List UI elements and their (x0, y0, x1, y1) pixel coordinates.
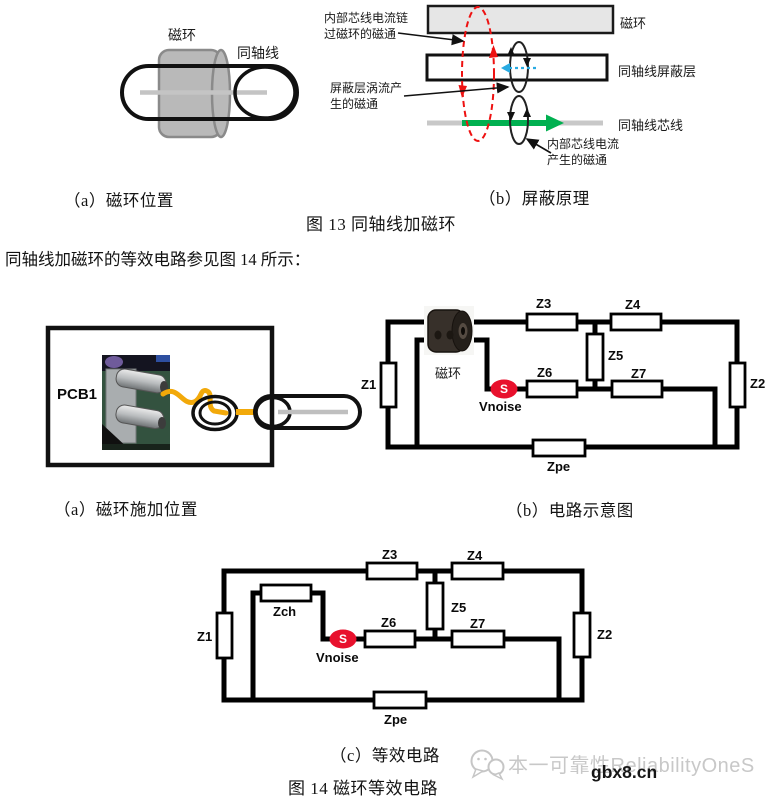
annotation-arrow-flux-link (397, 32, 465, 46)
fig14c-equivalent-circuit-diagram (215, 561, 592, 710)
fig13b-caption: （b）屏蔽原理 (479, 189, 590, 208)
fig14c-vnoise-label: Vnoise (316, 650, 359, 665)
pcb1-label: PCB1 (57, 386, 98, 403)
fig14c-z4-label: Z4 (467, 548, 483, 563)
fig13a-core-label: 磁环 (168, 29, 196, 44)
linking-flux-ellipse (461, 6, 495, 142)
fig14b-z7-label: Z7 (631, 366, 647, 381)
fig14b-z6-label: Z6 (537, 365, 553, 380)
fig14b-z1-label: Z1 (361, 377, 377, 392)
fig13-caption: 图 13 同轴线加磁环 (306, 215, 456, 234)
wire-inner-loop (414, 337, 718, 447)
fig13a-caption: （a）磁环位置 (64, 191, 174, 210)
wire-inner-loop (250, 590, 562, 700)
flux-tick-2 (523, 58, 531, 67)
flux-tick-1 (507, 47, 515, 56)
core-current-arrowhead (546, 114, 564, 132)
fig14b-z5-label: Z5 (608, 348, 624, 363)
vnoise-source-symbol (329, 629, 357, 649)
resistor-z7 (610, 379, 664, 399)
fig14c-z1-label: Z1 (197, 629, 213, 644)
ferrite-ring-inner (198, 400, 232, 426)
body-paragraph: 同轴线加磁环的等效电路参见图 14 所示： (5, 250, 311, 269)
resistor-z4 (450, 561, 505, 581)
fig14b-zpe-label: Zpe (547, 459, 571, 474)
fig14b-vnoise-label: Vnoise (479, 399, 522, 414)
resistor-zpe (531, 438, 587, 458)
fig14c-z3-label: Z3 (382, 547, 398, 562)
resistor-z6 (525, 379, 579, 399)
fig14c-vnoise-glyph: S (338, 632, 347, 646)
flux-tick-3 (507, 112, 515, 121)
resistor-z1 (379, 361, 398, 409)
ferrite-core-photo (424, 306, 474, 355)
watermark-site: gbx8.cn (591, 762, 658, 782)
resistor-z3 (525, 312, 579, 332)
annotation-arrow-eddy-flux (403, 82, 510, 97)
fig14c-zch-label: Zch (273, 604, 297, 619)
fig14c-z7-label: Z7 (470, 616, 486, 631)
watermark-brand: 本一可靠性ReliabilityOneS (508, 755, 755, 777)
fig14b-z3-label: Z3 (536, 296, 552, 311)
fig14a-caption: （a）磁环施加位置 (54, 500, 198, 519)
resistor-z1 (215, 611, 234, 660)
vnoise-source-symbol (490, 379, 518, 399)
fig14b-circuit-diagram (379, 306, 747, 458)
eddy-flux-ellipse-lower (509, 95, 529, 145)
eddy-current-arrowhead (501, 63, 510, 73)
fig14b-caption: （b）电路示意图 (506, 501, 634, 520)
fig14-caption: 图 14 磁环等效电路 (288, 779, 438, 798)
fig13a-coax-label: 同轴线 (237, 47, 279, 62)
ferrite-bar (426, 4, 615, 35)
resistor-zch (259, 583, 313, 603)
coax-cable-outline (120, 64, 299, 121)
fig14c-caption: （c）等效电路 (330, 746, 440, 765)
resistor-zpe (372, 690, 428, 710)
resistor-z2 (572, 611, 592, 659)
fig13b-annotation-core-flux: 内部芯线电流 产生的磁通 (547, 137, 620, 167)
fig13a-core-position-diagram (120, 48, 299, 139)
connector-photo (102, 355, 170, 450)
fig14b-z4-label: Z4 (625, 297, 641, 312)
resistor-z3 (365, 561, 419, 581)
fig13b-core-label: 磁环 (620, 16, 647, 31)
resistor-z7 (450, 629, 506, 649)
fig14b-core-label: 磁环 (435, 366, 462, 381)
resistor-z5 (425, 581, 445, 631)
resistor-z4 (609, 312, 663, 332)
fig14b-z2-label: Z2 (750, 376, 766, 391)
annotation-arrow-core-flux (525, 138, 552, 154)
fig14c-z6-label: Z6 (381, 615, 397, 630)
fig14c-z2-label: Z2 (597, 627, 613, 642)
fig13b-annotation-eddy-flux: 屏蔽层涡流产 生的磁通 (330, 81, 403, 111)
fig13b-center-wire-label: 同轴线芯线 (618, 118, 684, 133)
fig13b-annotation-flux-link: 内部芯线电流链 过磁环的磁通 (324, 11, 409, 41)
resistor-z5 (585, 332, 605, 382)
coax-cable-cross-section (233, 65, 297, 120)
watermark-chat-logo-icon (470, 749, 505, 781)
fig14c-zpe-label: Zpe (384, 712, 408, 727)
fig14b-vnoise-glyph: S (499, 382, 508, 396)
resistor-z6 (363, 629, 417, 649)
linking-flux-arrow-up (489, 45, 498, 58)
fig14a-application-diagram (45, 325, 362, 468)
resistor-z2 (728, 361, 747, 409)
fig13b-shielding-principle-diagram (397, 4, 615, 154)
fig13b-shield-label: 同轴线屏蔽层 (618, 64, 697, 79)
flux-tick-4 (523, 108, 531, 117)
fig14c-z5-label: Z5 (451, 600, 467, 615)
